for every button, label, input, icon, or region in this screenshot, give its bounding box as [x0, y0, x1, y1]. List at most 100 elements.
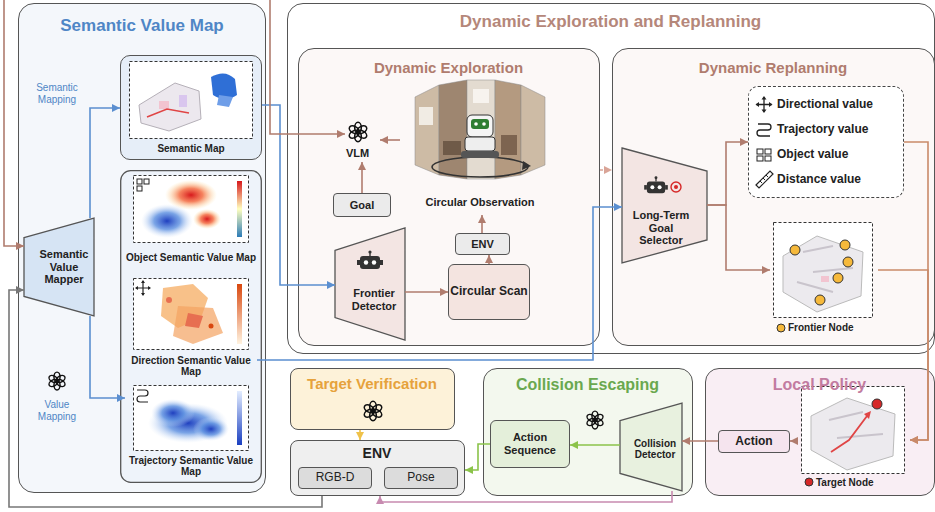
node-text-line: Distance value: [777, 167, 861, 192]
panorama-illustration: [415, 75, 545, 193]
process-box: Circular Scan: [448, 264, 530, 320]
image-box: Frontier Node: [770, 222, 878, 340]
text-area: Target Node: [816, 475, 904, 490]
text-area: Dynamic Exploration and Replanning: [288, 10, 933, 34]
polygon-part: [495, 80, 521, 179]
trapezoid-shape: [335, 228, 405, 340]
node-text: Goal: [350, 199, 374, 212]
node-text: Frontier Detector: [345, 287, 403, 312]
ellipse-part: [432, 157, 528, 177]
path-part: [522, 161, 531, 170]
rect-part: [237, 181, 242, 237]
trajectory-map-image: [133, 385, 249, 451]
rect-part: [443, 141, 461, 155]
node-text: Semantic Value Map: [60, 16, 223, 36]
gpt-icon: [346, 120, 370, 144]
circle-part: [671, 182, 681, 192]
text-area: Frontier Node: [788, 320, 876, 336]
node-text: ENV: [471, 238, 494, 251]
direction-map-image: [133, 278, 249, 350]
node-text: Action: [735, 435, 772, 449]
text-area: Semantic Value Mapper: [36, 240, 92, 294]
connector: [380, 139, 400, 141]
rect-part: [473, 89, 489, 103]
rect-part: [159, 101, 169, 109]
path-part: [217, 95, 233, 107]
rect-part: [134, 279, 249, 350]
polygon-part: [415, 85, 439, 175]
path-part: [797, 246, 853, 292]
connector: [359, 430, 361, 440]
robot-icon: [355, 250, 385, 272]
g-part: [136, 281, 150, 295]
connector: [488, 255, 490, 264]
target-map-image: [801, 386, 905, 474]
text-area: Circular Scan: [449, 265, 529, 319]
sub-panel: Dynamic Exploration VLMGoal Circular Obs…: [298, 48, 600, 346]
rect-part: [467, 115, 493, 137]
g-part: [757, 97, 772, 112]
rect-part: [144, 179, 149, 184]
process-box: Action: [718, 430, 790, 453]
use-part: [644, 176, 668, 193]
path-part: [811, 398, 895, 470]
rect-part: [237, 391, 242, 445]
process-box: Action Sequence: [490, 420, 570, 468]
rect-part: [757, 156, 763, 161]
connector: [257, 207, 622, 360]
node-text: Semantic Map: [157, 143, 224, 155]
trapezoid-block: Frontier Detector: [335, 228, 405, 340]
connector: [570, 444, 620, 446]
polygon-part: [439, 80, 467, 179]
node-text: Pose: [407, 471, 434, 485]
legend-dot: [804, 477, 814, 487]
text-area: Circular Observation: [400, 194, 560, 210]
gpt-icon: [584, 409, 606, 431]
text-area: Action Sequence: [491, 421, 569, 467]
process-box: RGB-D: [298, 467, 372, 489]
connector: [481, 215, 483, 233]
rect-part: [821, 276, 829, 282]
process-box: ENV: [455, 233, 510, 255]
rect-part: [757, 149, 763, 154]
text-area: Frontier Detector: [345, 278, 403, 322]
rect-part: [471, 119, 489, 129]
circle-part: [805, 478, 813, 486]
rect-part: [237, 284, 242, 344]
value-list: Directional valueTrajectory valueObject …: [748, 86, 904, 198]
path-part: [756, 102, 760, 107]
path-part: [783, 236, 863, 312]
circle-part: [840, 240, 850, 250]
node-text: Object Semantic Value Map: [126, 252, 256, 264]
path-part: [762, 96, 767, 100]
node-text: Long-Term Goal Selector: [626, 209, 696, 247]
connector: [380, 491, 672, 502]
circle-part: [777, 324, 785, 332]
connector: [405, 291, 448, 293]
use-part: [348, 122, 368, 141]
path-part: [211, 73, 237, 99]
semantic-map-image: [129, 61, 253, 139]
text-area: Pose: [385, 468, 457, 488]
g-part: [756, 96, 773, 113]
rect-part: [461, 151, 499, 158]
text-area: Action: [719, 431, 789, 452]
rect-part: [765, 149, 771, 154]
image-box: Semantic Map: [120, 55, 262, 160]
path-part: [760, 175, 768, 183]
path-part: [270, 0, 345, 134]
rect-part: [137, 179, 142, 184]
connector: [90, 316, 125, 398]
text-area: Trajectory Semantic Value Map: [125, 453, 257, 479]
process-box: Goal: [333, 193, 391, 217]
circle-part: [209, 324, 214, 329]
text-area: Directional valueTrajectory valueObject …: [777, 92, 901, 192]
use-part: [48, 372, 66, 390]
text-area: Target Verification: [291, 374, 453, 394]
node-text: Dynamic Replanning: [699, 59, 847, 76]
image-box: Target Node: [798, 386, 910, 492]
object-map-image: [133, 175, 249, 243]
rect-part: [501, 135, 517, 155]
path-part: [173, 306, 223, 344]
